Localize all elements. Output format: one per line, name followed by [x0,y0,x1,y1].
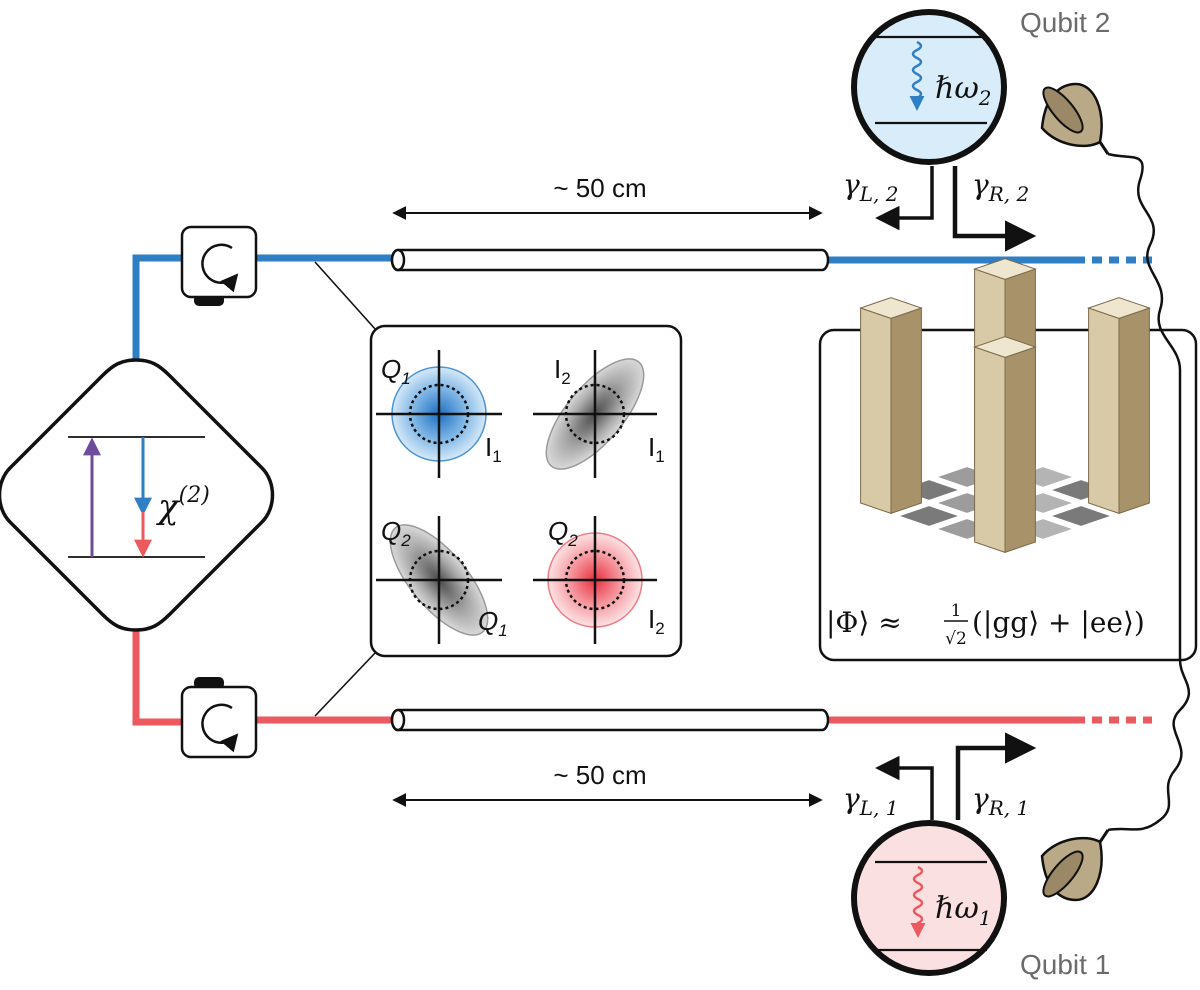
zoom-line-bottom [314,651,377,717]
bottom-circulator-icon [180,677,258,759]
matrix-bar-left-face [1088,307,1120,515]
bottom-coax-cable [390,708,830,732]
chi2-element: χ(2) [0,358,275,632]
density-matrix-panel: |Φ⟩ ≈ 1 √2 (|gg⟩ + |ee⟩) [818,258,1198,662]
bottom-length-indicator: ~ 50 cm [392,760,823,807]
matrix-bar-right-face [890,307,922,515]
svg-text:I2: I2 [554,354,571,388]
qubit-1-decay: γL, 1 γR, 1 [843,732,1037,820]
gamma-L1-label: γL, 1 [843,782,898,820]
emission-arrow-1 [910,865,926,938]
svg-text:Q1: Q1 [381,354,411,388]
zoom-line-top [314,261,377,331]
svg-text:I1: I1 [485,432,502,466]
wigner-plot-i2-i1: I2 I1 [533,350,665,478]
phase-space-panel: Q1 I1 I2 I1 Q2 Q1 Q2 I2 [369,324,683,658]
wigner-plot-q1-i1: Q1 I1 [376,350,502,478]
svg-text:I1: I1 [648,432,665,466]
detector-top-icon [1040,82,1110,155]
matrix-bar-top-face [1087,297,1151,319]
top-circulator-icon [180,225,258,306]
bottom-transmission-line [132,630,1152,726]
top-length-indicator: ~ 50 cm [392,173,823,220]
gamma-R1-label: γR, 1 [972,782,1029,820]
wigner-plot-q2-i2: Q2 I2 [533,516,665,644]
matrix-bar-top-face [859,297,923,319]
matrix-bar-top-face [973,258,1037,280]
qubit-2: ℏω2 Qubit 2 [851,7,1110,165]
detector-cable [1107,152,1191,832]
gamma-R2-label: γR, 2 [972,168,1029,206]
qubit-1-label: Qubit 1 [1020,949,1110,980]
emission-arrow-2 [909,40,925,111]
formula-numerator: 1 [951,601,962,621]
matrix-cell [1052,506,1110,526]
formula-denominator: √2 [945,629,967,649]
gamma-L2-label: γL, 2 [843,168,898,206]
matrix-bar-right-face [1118,307,1150,515]
matrix-bar-top-face [973,336,1037,358]
bottom-length-label: ~ 50 cm [553,760,646,790]
density-matrix-bars [859,258,1151,554]
top-coax-cable [390,248,830,272]
svg-text:Q2: Q2 [381,516,411,550]
qubit-2-label: Qubit 2 [1020,7,1110,38]
svg-text:Q2: Q2 [548,516,578,550]
matrix-bar-right-face [1004,346,1036,554]
qubit-1: ℏω1 Qubit 1 [851,820,1110,980]
matrix-bar-left-face [860,307,892,515]
chi-label: χ(2) [156,483,210,527]
top-transmission-line [132,254,1152,360]
energy-label-1: ℏω1 [935,891,992,930]
qubit-2-decay: γL, 2 γR, 2 [843,166,1037,252]
matrix-bar-left-face [974,346,1006,554]
svg-text:Q1: Q1 [478,606,508,640]
detector-bottom-icon [1040,829,1110,902]
top-length-label: ~ 50 cm [553,173,646,203]
formula-rhs: (|gg⟩ + |ee⟩) [972,606,1145,639]
energy-label-2: ℏω2 [935,71,992,110]
wigner-plot-q2-q1: Q2 Q1 [376,516,508,644]
svg-text:I2: I2 [648,604,665,638]
matrix-cell [900,506,958,526]
bell-state-formula: |Φ⟩ ≈ [826,606,902,639]
